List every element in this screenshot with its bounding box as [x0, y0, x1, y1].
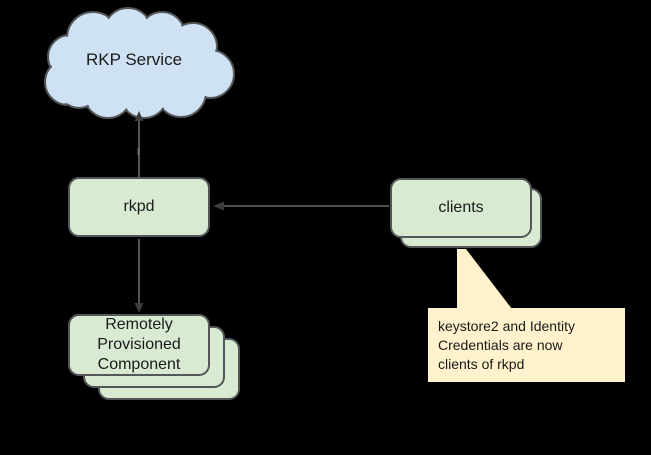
arrow-rkpd-to-rpc [134, 239, 144, 313]
arrowhead-down-icon [134, 303, 144, 313]
rkp-service-label: RKP Service [85, 50, 183, 69]
rpc-label: Remotely Provisioned Component [97, 316, 181, 373]
arrowhead-up-icon [134, 111, 144, 121]
node-rkp-service: RKP Service [58, 50, 210, 70]
arrow-rkpd-to-rkp-service [134, 111, 144, 177]
callout-tail [457, 249, 512, 309]
cloud-shape [44, 7, 235, 119]
callout-text: keystore2 and Identity Credentials are n… [438, 318, 575, 372]
connector-midpoint-mark [137, 148, 140, 155]
cloud-fill [46, 9, 233, 117]
arrow-clients-to-rkpd [213, 201, 389, 211]
node-remotely-provisioned-component: Remotely Provisioned Component [68, 314, 210, 376]
node-rkpd: rkpd [68, 177, 210, 237]
clients-label: clients [438, 199, 484, 216]
arrowhead-left-icon [213, 201, 224, 211]
rkpd-label: rkpd [123, 198, 155, 215]
node-clients: clients [390, 178, 532, 238]
callout-note: keystore2 and Identity Credentials are n… [428, 308, 625, 382]
